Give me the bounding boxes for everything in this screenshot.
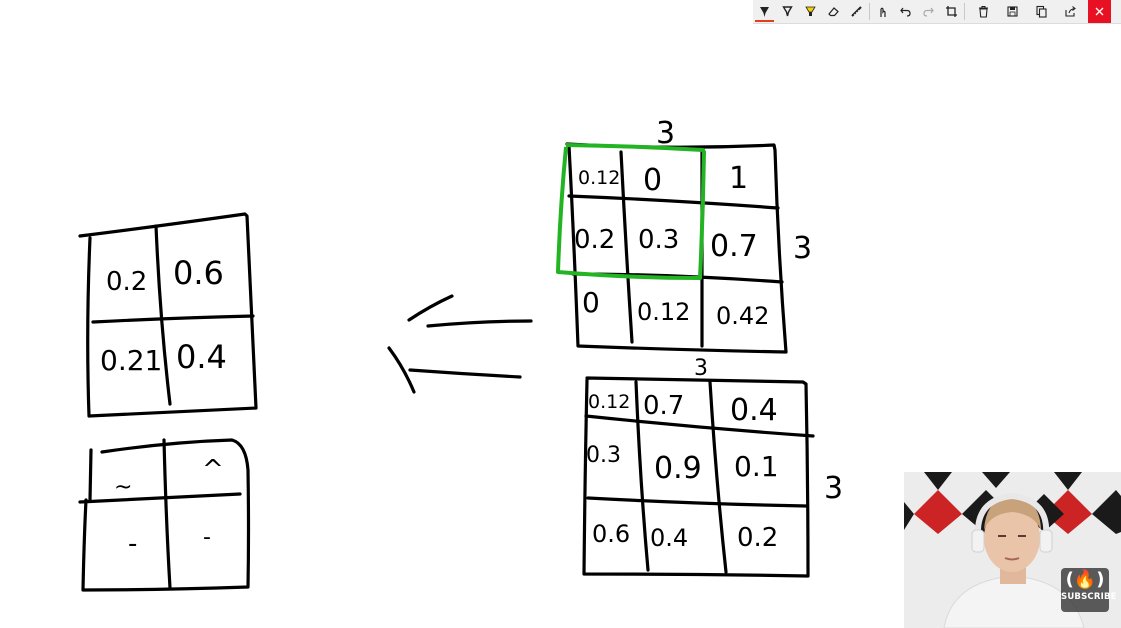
input-a-col-count: 3 [656,116,675,151]
input-a-cell: 0.2 [574,225,615,255]
pencil-button[interactable] [776,0,799,23]
input-b-cell: 0.12 [588,391,630,413]
pooled-matrix-b-grid [78,438,251,592]
delete-icon [979,5,988,18]
copy-icon [1036,5,1047,18]
input-a-cell: 0.12 [637,298,690,326]
ruler-icon [851,6,862,17]
pooled-a-cell: 0.6 [173,254,224,292]
input-b-cell: 0.9 [654,451,702,486]
ruler-button[interactable] [845,0,868,23]
eraser-icon [828,7,839,17]
input-b-col-count: 3 [694,356,708,381]
pooled-a-cell: 0.2 [106,267,147,297]
input-a-cell: 0.7 [710,229,758,264]
fcc-logo-icon: (🔥) [1065,569,1105,590]
pencil-icon [782,6,793,17]
close-icon [1095,7,1104,16]
input-b-cell: 0.1 [734,450,779,483]
pooled-b-cell: - [203,525,211,550]
share-button[interactable] [1059,0,1082,23]
input-b-cell: 0.2 [737,523,778,553]
input-a-cell: 0.42 [716,302,769,330]
ballpoint-pen-button[interactable] [753,0,776,23]
input-b-cell: 0.3 [586,443,621,468]
redo-icon [923,7,934,17]
selection-box [556,143,706,280]
touch-writing-icon [880,7,886,17]
input-matrix-b-grid [582,376,815,578]
redo-button[interactable] [917,0,940,23]
save-button[interactable] [1001,0,1024,23]
arrow-strokes [387,294,533,394]
eraser-button[interactable] [822,0,845,23]
close-button[interactable] [1088,0,1111,23]
input-a-cell: 0 [643,163,662,198]
delete-button[interactable] [972,0,995,23]
input-a-row-count: 3 [793,231,812,266]
pooled-a-cell: 0.21 [100,344,162,377]
toolbar-separator [869,3,870,20]
input-b-row-count: 3 [824,471,843,506]
webcam-overlay: (🔥) SUBSCRIBE [904,472,1121,628]
input-b-cell: 0.4 [730,393,778,428]
copy-button[interactable] [1030,0,1053,23]
touch-writing-button[interactable] [871,0,894,23]
input-a-cell: 0 [582,286,600,319]
subscribe-label: SUBSCRIBE [1061,592,1117,602]
input-a-cell: 0.12 [578,167,620,189]
input-a-cell: 1 [729,161,748,196]
input-b-cell: 0.4 [650,524,688,552]
subscribe-badge[interactable]: (🔥) SUBSCRIBE [1061,568,1117,612]
pooled-b-cell: - [128,529,137,559]
undo-icon [900,7,911,17]
pooled-b-cell: ~ [114,475,132,500]
pooled-b-cell: ^ [202,455,224,485]
input-b-cell: 0.6 [592,520,630,548]
presenter-video-frame [904,472,1121,628]
crop-icon [946,6,957,17]
undo-button[interactable] [894,0,917,23]
input-b-cell: 0.7 [643,391,684,421]
toolbar-separator [964,3,965,20]
pooled-matrix-a-grid [78,212,258,418]
save-icon [1007,6,1018,17]
input-a-cell: 0.3 [638,225,679,255]
ballpoint-pen-icon [760,7,769,17]
share-icon [1065,6,1076,17]
crop-button[interactable] [940,0,963,23]
pooled-a-cell: 0.4 [176,338,227,376]
highlighter-icon [805,6,816,16]
ink-toolbar [753,0,1121,24]
highlighter-button[interactable] [799,0,822,23]
